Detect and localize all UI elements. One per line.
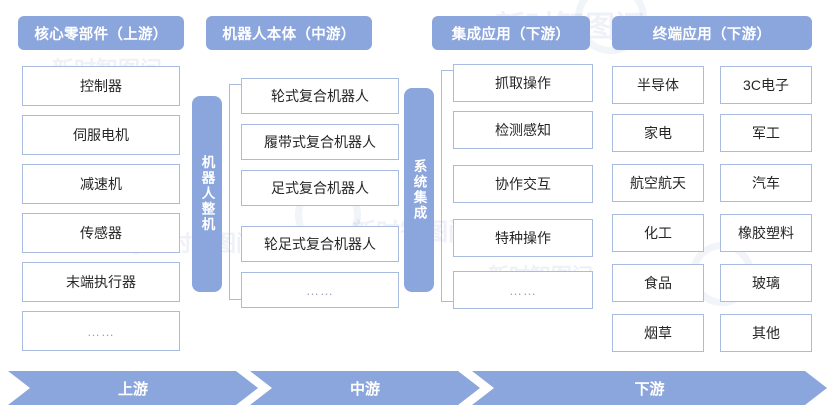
item-box[interactable]: 特种操作 xyxy=(453,219,593,257)
item-box-ellipsis[interactable]: …… xyxy=(453,271,593,309)
item-box[interactable]: 协作交互 xyxy=(453,165,593,203)
item-box[interactable]: 化工 xyxy=(612,214,704,252)
item-box[interactable]: 食品 xyxy=(612,264,704,302)
item-box[interactable]: 军工 xyxy=(720,114,812,152)
item-box[interactable]: 末端执行器 xyxy=(22,262,180,302)
item-box[interactable]: 伺服电机 xyxy=(22,115,180,155)
item-box[interactable]: 3C电子 xyxy=(720,66,812,104)
item-box-ellipsis[interactable]: …… xyxy=(241,272,399,308)
item-box[interactable]: 家电 xyxy=(612,114,704,152)
column-header-integration: 集成应用（下游） xyxy=(432,16,590,50)
item-box-ellipsis[interactable]: …… xyxy=(22,311,180,351)
item-box[interactable]: 玻璃 xyxy=(720,264,812,302)
connector-pill-label: 系统集成 xyxy=(411,159,427,221)
connector-pill-label: 机器人整机 xyxy=(199,155,215,233)
item-box[interactable]: 轮式复合机器人 xyxy=(241,78,399,114)
column-header-midstream: 机器人本体（中游） xyxy=(206,16,372,50)
connector-pill-robot-machine: 机器人整机 xyxy=(192,96,222,292)
item-box[interactable]: 控制器 xyxy=(22,66,180,106)
item-box[interactable]: 半导体 xyxy=(612,66,704,104)
flow-arrow-upstream[interactable]: 上游 xyxy=(8,371,258,405)
item-box[interactable]: 其他 xyxy=(720,314,812,352)
flow-arrow-downstream[interactable]: 下游 xyxy=(472,371,827,405)
connector-pill-system-integration: 系统集成 xyxy=(404,88,434,292)
item-box[interactable]: 检测感知 xyxy=(453,111,593,149)
flow-arrow-midstream[interactable]: 中游 xyxy=(250,371,480,405)
item-box[interactable]: 烟草 xyxy=(612,314,704,352)
item-box[interactable]: 履带式复合机器人 xyxy=(241,124,399,160)
column-header-terminal: 终端应用（下游） xyxy=(612,16,812,50)
item-box[interactable]: 汽车 xyxy=(720,164,812,202)
bracket-connector-midstream xyxy=(229,84,241,300)
item-box[interactable]: 橡胶塑料 xyxy=(720,214,812,252)
item-box[interactable]: 足式复合机器人 xyxy=(241,170,399,206)
bracket-connector-integration xyxy=(441,70,453,302)
item-box[interactable]: 航空航天 xyxy=(612,164,704,202)
item-box[interactable]: 传感器 xyxy=(22,213,180,253)
item-box[interactable]: 减速机 xyxy=(22,164,180,204)
column-header-upstream: 核心零部件（上游） xyxy=(18,16,184,50)
item-box[interactable]: 轮足式复合机器人 xyxy=(241,226,399,262)
item-box[interactable]: 抓取操作 xyxy=(453,64,593,102)
